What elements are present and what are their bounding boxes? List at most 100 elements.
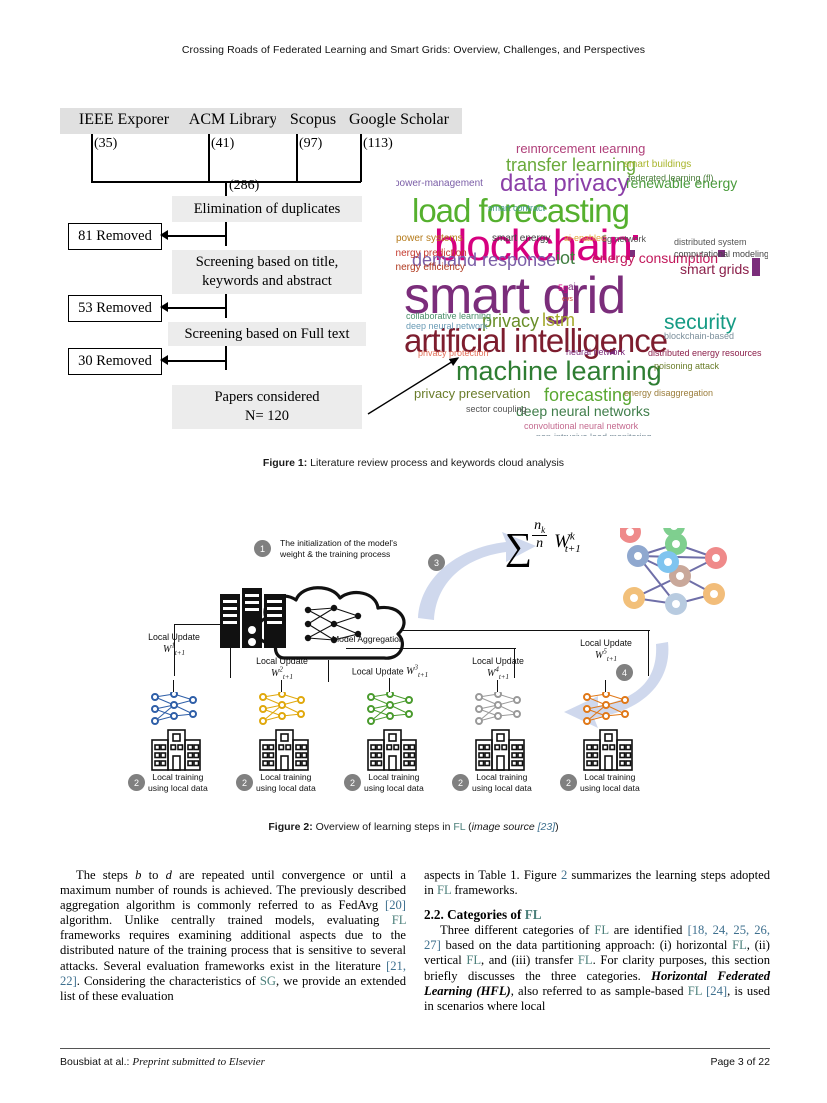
cloud-word: deep neural networks	[516, 403, 650, 419]
arrow-line	[168, 235, 226, 237]
section-heading-2-2: 2.2. Categories of FL	[424, 907, 542, 923]
cloud-word: ai-enabled	[564, 233, 607, 243]
step-badge-4: 4	[616, 664, 633, 681]
footer-preprint: Preprint submitted to Elsevier	[132, 1056, 265, 1068]
aggregation-outbound-line	[174, 624, 176, 646]
section-number: 2.2.	[424, 907, 444, 923]
cloud-word: distributed energy resources	[648, 348, 762, 358]
figure-2: 1 The initialization of the model's weig…	[110, 518, 730, 810]
cloud-word: smart grids	[680, 261, 750, 277]
sg-acronym: SG	[259, 973, 276, 988]
figure-1-caption-text: Literature review process and keywords c…	[307, 457, 565, 469]
database-name: Scopus	[289, 111, 337, 128]
connector-line	[296, 134, 298, 182]
building-icon	[151, 729, 201, 771]
local-training-label: Local training using local data	[256, 772, 316, 793]
cloud-word: iot	[556, 248, 576, 268]
database-box-scholar: Google Scholar	[336, 108, 462, 134]
connector-line	[91, 134, 93, 182]
client-connector-line	[389, 678, 391, 694]
step-box-screening-fulltext: Screening based on Full text	[168, 322, 366, 346]
cloud-word: ai	[568, 282, 576, 293]
cloud-word: neural network	[566, 347, 626, 357]
paragraph-categories: Three different categories of FL are ide…	[424, 923, 771, 1013]
cloud-word: security	[664, 311, 737, 334]
step-box-elimination: Elimination of duplicates	[172, 196, 362, 222]
step-badge-1: 1	[254, 540, 271, 557]
aggregation-inbound-line	[648, 630, 650, 676]
connector-line	[360, 134, 362, 182]
aggregation-inbound-line	[514, 648, 516, 678]
citation-ref[interactable]: [21, 22]	[60, 958, 406, 988]
cloud-word: energy efficiency	[396, 262, 465, 273]
removed-box-53: 53 Removed	[68, 295, 162, 322]
step-box-screening-title: Screening based on title, keywords and a…	[172, 250, 362, 294]
cloud-marker-icon	[610, 349, 615, 354]
step-badge-2: 2	[128, 774, 145, 791]
figure-2-caption-label: Figure 2:	[268, 821, 313, 833]
database-box-acm: ACM Library	[173, 108, 293, 134]
client-connector-line	[605, 680, 607, 696]
citation-ref[interactable]: [24]	[706, 983, 728, 998]
client-model-icon	[259, 692, 305, 725]
cloud-word: energy consumption	[592, 250, 719, 266]
cloud-word: sector coupling	[466, 404, 527, 414]
building-icon	[259, 729, 309, 771]
cloud-word: power-management	[396, 178, 483, 189]
removed-label: 53 Removed	[78, 300, 152, 316]
database-count-acm: (41)	[211, 136, 235, 151]
connector-line	[225, 294, 227, 318]
fl-acronym: FL	[594, 923, 609, 938]
citation-ref[interactable]: [23]	[537, 821, 556, 833]
hfl-term: Horizontal Federated Learning (HFL)	[424, 968, 770, 998]
aggregation-network-icon	[304, 604, 362, 644]
fl-acronym: FL	[732, 938, 747, 953]
cloud-word: privacy protection	[418, 348, 489, 358]
client-connector-line	[497, 680, 499, 696]
cloud-word: privacy	[482, 311, 540, 331]
sum-symbol-icon: ∑	[505, 525, 533, 568]
client-model-icon	[583, 692, 629, 725]
cloud-word: blockchain-based	[664, 331, 735, 341]
figure-1-caption: Figure 1: Literature review process and …	[0, 457, 827, 469]
step-badge-2: 2	[560, 774, 577, 791]
client-model-icon	[367, 692, 413, 725]
arrow-line	[168, 360, 226, 362]
removed-box-81: 81 Removed	[68, 223, 162, 250]
step-badge-2: 2	[344, 774, 361, 791]
local-training-label: Local training using local data	[148, 772, 208, 793]
cloud-word: machine learning	[456, 356, 662, 386]
fl-acronym: FL	[524, 907, 542, 923]
removed-label: 81 Removed	[78, 228, 152, 244]
cloud-word: lstm	[542, 310, 575, 330]
arrow-head-icon	[160, 302, 168, 312]
paragraph-aspects: aspects in Table 1. Figure 2 summarizes …	[424, 868, 770, 898]
step-badge-2: 2	[236, 774, 253, 791]
figure-1: IEEE Exporer ACM Library Scopus Google S…	[60, 100, 770, 445]
step-badge-2: 2	[452, 774, 469, 791]
cloud-word: forecasting	[544, 385, 633, 405]
step-label: Elimination of duplicates	[193, 200, 341, 217]
cloud-word: federated learning (fl)	[628, 173, 714, 183]
cloud-marker-icon	[633, 235, 638, 240]
client-connector-line	[173, 680, 175, 696]
citation-ref[interactable]: [20]	[385, 898, 406, 913]
figure-ref[interactable]: 2	[560, 868, 568, 882]
cloud-word: smart contract	[488, 203, 546, 213]
citation-ref[interactable]: [18, 24, 25, 26, 27]	[424, 923, 771, 953]
step-label: Papers considered N= 120	[214, 389, 320, 424]
aggregation-outbound-line	[230, 648, 232, 678]
body-column-left: The steps b to d are repeated until conv…	[60, 868, 406, 1004]
footer-page-number: Page 3 of 22	[710, 1056, 770, 1068]
local-training-label: Local training using local data	[580, 772, 640, 793]
connector-line	[208, 134, 210, 182]
aggregation-inbound-line	[400, 630, 650, 632]
local-training-label: Local training using local data	[472, 772, 532, 793]
cloud-word: deep neural network	[406, 321, 488, 331]
cloud-word: smart energy	[492, 233, 551, 244]
database-box-ieee: IEEE Exporer	[60, 108, 188, 134]
cloud-word: 5g	[558, 283, 569, 293]
